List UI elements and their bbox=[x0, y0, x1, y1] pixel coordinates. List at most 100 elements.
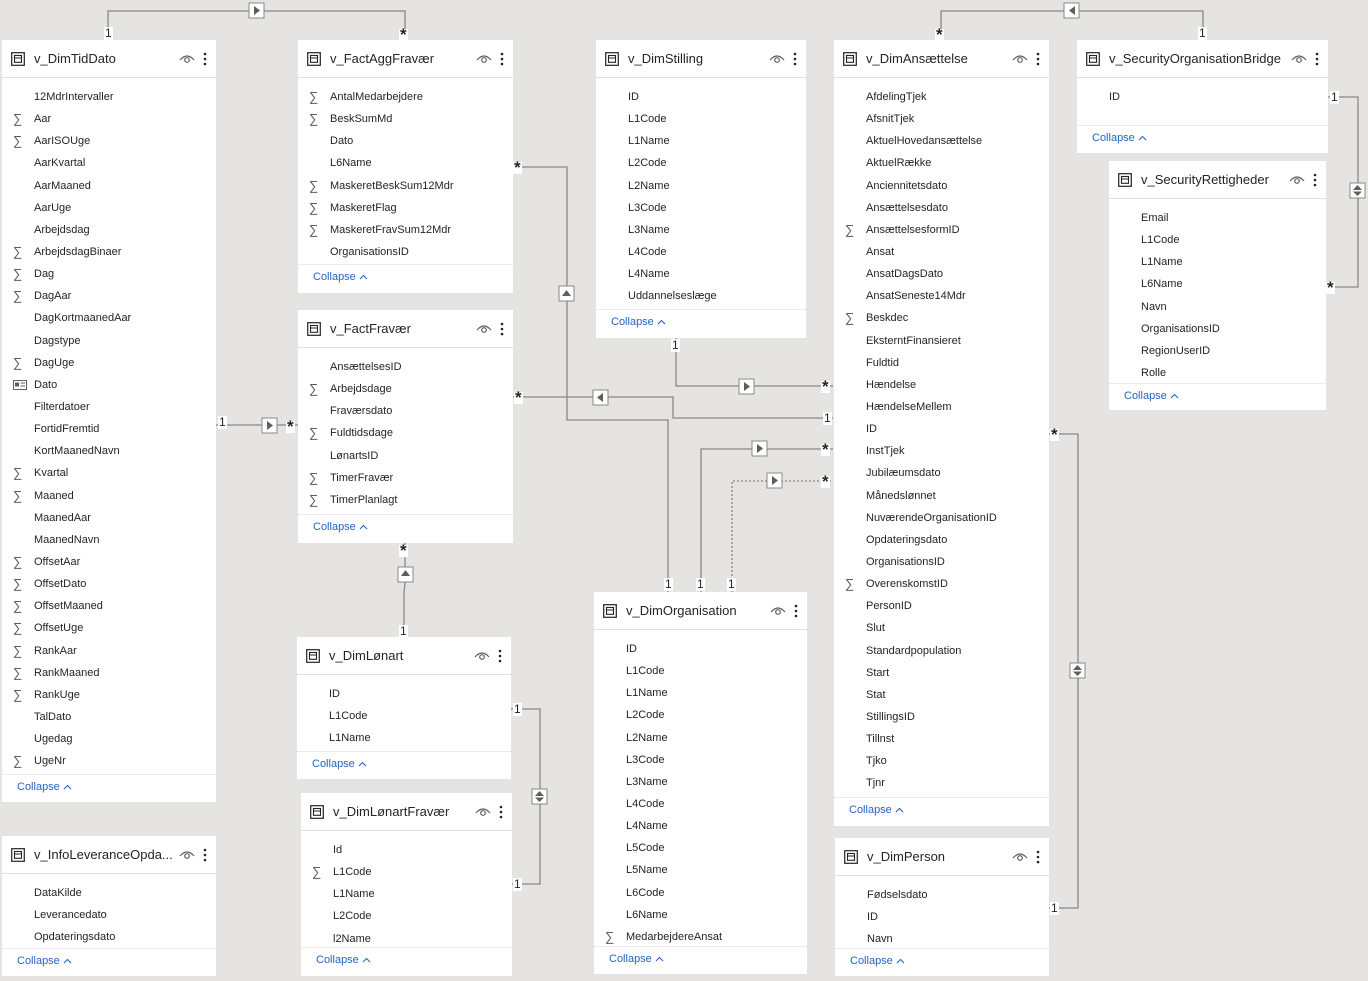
table-field[interactable]: Anciennitetsdato bbox=[834, 175, 1049, 197]
table-field[interactable]: L3Name bbox=[594, 771, 807, 793]
table-field[interactable]: MaanedNavn bbox=[2, 529, 216, 551]
table-field[interactable]: KortMaanedNavn bbox=[2, 440, 216, 462]
table-field[interactable]: Ansættelsesdato bbox=[834, 197, 1049, 219]
more-options-icon[interactable] bbox=[793, 603, 799, 619]
table-card-header[interactable]: v_FactFravær bbox=[298, 310, 513, 348]
table-field[interactable]: L5Code bbox=[594, 837, 807, 859]
table-field[interactable]: ∑TimerPlanlagt bbox=[298, 489, 513, 511]
table-field[interactable]: Ansat bbox=[834, 241, 1049, 263]
table-field[interactable]: ∑OffsetMaaned bbox=[2, 595, 216, 617]
visibility-eye-icon[interactable] bbox=[1289, 174, 1305, 186]
table-field[interactable]: TalDato bbox=[2, 706, 216, 728]
table-field[interactable]: OrganisationsID bbox=[298, 241, 513, 263]
table-field[interactable]: Jubilæumsdato bbox=[834, 462, 1049, 484]
collapse-button[interactable]: Collapse bbox=[312, 758, 367, 770]
table-field[interactable]: L3Name bbox=[596, 219, 806, 241]
table-field[interactable]: ∑RankUge bbox=[2, 684, 216, 706]
table-field[interactable]: Hændelse bbox=[834, 374, 1049, 396]
table-field[interactable]: ID bbox=[596, 86, 806, 108]
table-field[interactable]: ID bbox=[1077, 86, 1328, 108]
visibility-eye-icon[interactable] bbox=[475, 806, 491, 818]
table-field[interactable]: AktuelHovedansættelse bbox=[834, 130, 1049, 152]
table-card-header[interactable]: v_DimStilling bbox=[596, 40, 806, 78]
table-card-header[interactable]: v_SecurityRettigheder bbox=[1109, 161, 1326, 199]
table-field[interactable]: ∑Aar bbox=[2, 108, 216, 130]
collapse-button[interactable]: Collapse bbox=[849, 804, 904, 816]
visibility-eye-icon[interactable] bbox=[1012, 53, 1028, 65]
table-field[interactable]: Fraværsdato bbox=[298, 400, 513, 422]
table-field[interactable]: L1Name bbox=[301, 883, 512, 905]
table-field[interactable]: L5Name bbox=[594, 859, 807, 881]
table-field[interactable]: l2Name bbox=[301, 928, 512, 950]
table-field[interactable]: ∑Dag bbox=[2, 263, 216, 285]
table-field[interactable]: L4Code bbox=[594, 793, 807, 815]
table-field[interactable]: L2Code bbox=[594, 704, 807, 726]
table-field[interactable]: StillingsID bbox=[834, 706, 1049, 728]
table-field[interactable]: Arbejdsdag bbox=[2, 219, 216, 241]
table-field[interactable]: ∑Kvartal bbox=[2, 462, 216, 484]
table-field[interactable]: AfsnitTjek bbox=[834, 108, 1049, 130]
table-field[interactable]: ∑OffsetAar bbox=[2, 551, 216, 573]
more-options-icon[interactable] bbox=[202, 51, 208, 67]
table-field[interactable]: Filterdatoer bbox=[2, 396, 216, 418]
table-field[interactable]: NuværendeOrganisationID bbox=[834, 507, 1049, 529]
collapse-button[interactable]: Collapse bbox=[1092, 132, 1147, 144]
table-field[interactable]: Dato bbox=[2, 374, 216, 396]
more-options-icon[interactable] bbox=[1035, 51, 1041, 67]
table-field[interactable]: FortidFremtid bbox=[2, 418, 216, 440]
table-card-header[interactable]: v_DimTidDato bbox=[2, 40, 216, 78]
table-field[interactable]: ∑MedarbejdereAnsat bbox=[594, 926, 807, 948]
table-field[interactable]: ∑Maaned bbox=[2, 485, 216, 507]
table-field[interactable]: L6Name bbox=[594, 904, 807, 926]
table-field[interactable]: ∑RankMaaned bbox=[2, 662, 216, 684]
table-field[interactable]: Uddannelseslæge bbox=[596, 285, 806, 307]
more-options-icon[interactable] bbox=[1035, 849, 1041, 865]
more-options-icon[interactable] bbox=[498, 804, 504, 820]
table-field[interactable]: ∑L1Code bbox=[301, 861, 512, 883]
table-field[interactable]: DagKortmaanedAar bbox=[2, 307, 216, 329]
table-field[interactable]: ∑ArbejdsdagBinaer bbox=[2, 241, 216, 263]
collapse-button[interactable]: Collapse bbox=[609, 953, 664, 965]
table-field[interactable]: Start bbox=[834, 662, 1049, 684]
table-field[interactable]: AarMaaned bbox=[2, 175, 216, 197]
visibility-eye-icon[interactable] bbox=[179, 849, 195, 861]
visibility-eye-icon[interactable] bbox=[476, 53, 492, 65]
table-card-header[interactable]: v_DimAnsættelse bbox=[834, 40, 1049, 78]
table-field[interactable]: ∑TimerFravær bbox=[298, 467, 513, 489]
table-field[interactable]: Fødselsdato bbox=[835, 884, 1049, 906]
table-card-header[interactable]: v_DimPerson bbox=[835, 838, 1049, 876]
table-field[interactable]: ∑OverenskomstID bbox=[834, 573, 1049, 595]
visibility-eye-icon[interactable] bbox=[179, 53, 195, 65]
more-options-icon[interactable] bbox=[1312, 172, 1318, 188]
table-field[interactable]: HændelseMellem bbox=[834, 396, 1049, 418]
table-field[interactable]: ID bbox=[835, 906, 1049, 928]
visibility-eye-icon[interactable] bbox=[1291, 53, 1307, 65]
table-field[interactable]: L2Code bbox=[301, 905, 512, 927]
table-field[interactable]: AnsatSeneste14Mdr bbox=[834, 285, 1049, 307]
table-field[interactable]: L4Name bbox=[596, 263, 806, 285]
table-field[interactable]: L1Name bbox=[297, 727, 511, 749]
table-field[interactable]: ∑DagUge bbox=[2, 352, 216, 374]
table-field[interactable]: Ugedag bbox=[2, 728, 216, 750]
table-field[interactable]: AfdelingTjek bbox=[834, 86, 1049, 108]
table-card-header[interactable]: v_DimLønart bbox=[297, 637, 511, 675]
table-field[interactable]: LønartsID bbox=[298, 445, 513, 467]
table-field[interactable]: Standardpopulation bbox=[834, 640, 1049, 662]
table-field[interactable]: Opdateringsdato bbox=[2, 926, 216, 948]
more-options-icon[interactable] bbox=[1314, 51, 1320, 67]
table-field[interactable]: Dagstype bbox=[2, 330, 216, 352]
table-card-header[interactable]: v_DimLønartFravær bbox=[301, 793, 512, 831]
collapse-button[interactable]: Collapse bbox=[313, 521, 368, 533]
collapse-button[interactable]: Collapse bbox=[1124, 390, 1179, 402]
table-field[interactable]: AktuelRække bbox=[834, 152, 1049, 174]
table-field[interactable]: L1Code bbox=[594, 660, 807, 682]
collapse-button[interactable]: Collapse bbox=[611, 316, 666, 328]
table-card-header[interactable]: v_InfoLeveranceOpda... bbox=[2, 836, 216, 874]
table-field[interactable]: ∑UgeNr bbox=[2, 750, 216, 772]
table-field[interactable]: L2Name bbox=[594, 727, 807, 749]
table-card-header[interactable]: v_SecurityOrganisationBridge bbox=[1077, 40, 1328, 78]
table-field[interactable]: Email bbox=[1109, 207, 1326, 229]
